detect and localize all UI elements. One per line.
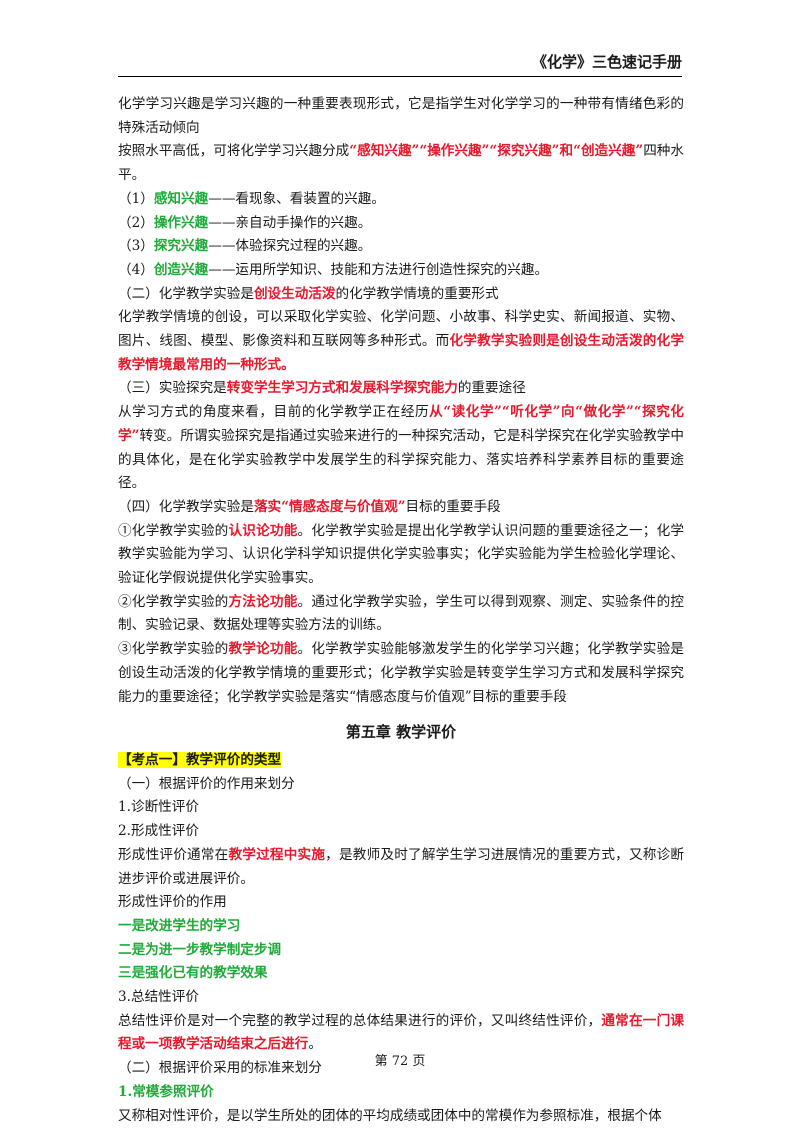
highlight-red: 创设生动活泼 [253,285,336,302]
list-item: 2.形成性评价 [118,820,684,844]
highlight-green: 二是为进一步教学制定步调 [118,941,282,958]
highlight-red: “感知兴趣”“操作兴趣”“探究兴趣”和“创造兴趣” [349,143,644,160]
highlight-green: 三是强化已有的教学效果 [118,965,268,982]
text-run: 转变。所谓实验探究是指通过实验来进行的一种探究活动，它是科学探究在化学实验教学中… [118,427,684,492]
highlight-yellow: 【考点一】教学评价的类型 [118,751,282,768]
section-heading: （三）实验探究是转变学生学习方式和发展科学探究能力的重要途径 [118,377,684,401]
highlight-red: 通常在一门课程或一项教学活动结束之后进行 [118,1012,685,1053]
list-item: 二是为进一步教学制定步调 [118,939,684,963]
text-run: 按照水平高低，可将化学学习兴趣分成 [118,143,350,160]
section-heading: （一）根据评价的作用来划分 [118,773,684,797]
list-item: （3）探究兴趣——体验探究过程的兴趣。 [118,235,684,259]
text-run: 形成性评价通常在 [118,846,229,863]
paragraph: 按照水平高低，可将化学学习兴趣分成“感知兴趣”“操作兴趣”“探究兴趣”和“创造兴… [118,140,684,187]
highlight-green: 创造兴趣 [153,261,209,278]
section-heading: （四）化学教学实验是落实“情感态度与价值观”目标的重要手段 [118,496,684,520]
text-run: 。化学教学实验是提出化学教学认识问题的重要途径之一；化学教学实验能为学习、认识化… [118,522,685,587]
list-item: （4）创造兴趣——运用所学知识、技能和方法进行创造性探究的兴趣。 [118,259,684,283]
page-header-title: 《化学》三色速记手册 [531,53,682,71]
text-run: ——体验探究过程的兴趣。 [208,238,372,255]
header-rule [118,76,682,77]
text-run: 。 [308,1036,322,1053]
text-run: （1） [118,190,154,207]
page-number: 第 72 页 [374,1054,426,1069]
paragraph: 形成性评价的作用 [118,891,684,915]
list-item: 1.常模参照评价 [118,1081,684,1105]
highlight-green: 探究兴趣 [153,238,209,255]
text-run: ③化学教学实验的 [118,641,229,658]
paragraph: ③化学教学实验的教学论功能。化学教学实验能够激发学生的化学学习兴趣；化学教学实验… [118,638,684,709]
text-run: 3.总结性评价 [118,989,199,1006]
text-run: 目标的重要手段 [405,498,501,515]
paragraph: 从学习方式的角度来看，目前的化学教学正在经历从“读化学”“听化学”向“做化学”“… [118,401,684,496]
paragraph: 化学学习兴趣是学习兴趣的一种重要表现形式，它是指学生对化学学习的一种带有情绪色彩… [118,93,684,140]
text-run: （3） [118,238,154,255]
text-run: 的化学教学情境的重要形式 [335,285,499,302]
text-run: ——亲自动手操作的兴趣。 [208,214,372,231]
section-heading: （二）根据评价采用的标准来划分 [118,1057,684,1081]
text-run: （二）根据评价采用的标准来划分 [118,1060,322,1077]
text-run: 从学习方式的角度来看，目前的化学教学正在经历 [118,404,430,421]
highlight-red: 落实“情感态度与价值观” [253,498,406,515]
text-run: （二）化学教学实验是 [118,285,254,302]
text-run: 化学教学情境的创设，可以采取化学实验、化学问题、小故事、科学史实、新闻报道、实物… [118,309,684,350]
text-run: （一）根据评价的作用来划分 [118,775,295,792]
text-run: （三）实验探究是 [118,380,227,397]
text-run: 的重要途径 [457,380,526,397]
highlight-red: 教学论功能 [228,641,298,658]
highlight-green: 操作兴趣 [153,214,209,231]
list-item: 3.总结性评价 [118,986,684,1010]
topic-heading: 【考点一】教学评价的类型 [118,749,684,773]
section-heading: （二）化学教学实验是创设生动活泼的化学教学情境的重要形式 [118,283,684,307]
list-item: 一是改进学生的学习 [118,915,684,939]
document-body: 化学学习兴趣是学习兴趣的一种重要表现形式，它是指学生对化学学习的一种带有情绪色彩… [118,93,684,1128]
highlight-red: 方法论功能 [228,593,298,610]
text-run: ——运用所学知识、技能和方法进行创造性探究的兴趣。 [208,261,549,278]
paragraph: ②化学教学实验的方法论功能。通过化学教学实验，学生可以得到观察、测定、实验条件的… [118,591,684,638]
list-item: 1.诊断性评价 [118,796,684,820]
text-run: （2） [118,214,154,231]
text-run: （四）化学教学实验是 [118,498,254,515]
text-run: 化学学习兴趣是学习兴趣的一种重要表现形式，它是指学生对化学学习的一种带有情绪色彩… [118,96,684,136]
highlight-green: 1.常模参照评价 [118,1083,214,1100]
list-item: 三是强化已有的教学效果 [118,962,684,986]
highlight-red: 从“读化学”“听化学”向“做化学”“探究化学” [118,404,685,444]
paragraph: 化学教学情境的创设，可以采取化学实验、化学问题、小故事、科学史实、新闻报道、实物… [118,306,684,377]
list-item: （2）操作兴趣——亲自动手操作的兴趣。 [118,212,684,236]
text-run: 。通过化学教学实验，学生可以得到观察、测定、实验条件的控制、实验记录、数据处理等… [118,593,685,634]
text-run: 总结性评价是对一个完整的教学过程的总体结果进行的评价，又叫终结性评价， [118,1012,602,1029]
text-run: 又称相对性评价，是以学生所处的团体的平均成绩或团体中的常模作为参照标准，根据个体 [118,1107,662,1124]
text-run: 四种水平。 [118,143,685,184]
text-run: 1.诊断性评价 [118,799,199,816]
highlight-red: 认识论功能 [228,522,298,539]
text-run: ，是教师及时了解学生学习进展情况的重要方式，又称诊断进步评价或进展评价。 [118,846,685,887]
text-run: （4） [118,261,154,278]
paragraph: 总结性评价是对一个完整的教学过程的总体结果进行的评价，又叫终结性评价，通常在一门… [118,1010,684,1057]
text-run: ②化学教学实验的 [118,593,229,610]
text-run: ——看现象、看装置的兴趣。 [208,190,385,207]
text-run: 2.形成性评价 [118,823,199,840]
highlight-green: 感知兴趣 [153,190,209,207]
paragraph: 又称相对性评价，是以学生所处的团体的平均成绩或团体中的常模作为参照标准，根据个体 [118,1105,684,1129]
highlight-green: 一是改进学生的学习 [118,917,241,934]
paragraph: ①化学教学实验的认识论功能。化学教学实验是提出化学教学认识问题的重要途径之一；化… [118,520,684,591]
text-run: ①化学教学实验的 [118,522,229,539]
highlight-red: 化学教学实验则是创设生动活泼的化学教学情境最常用的一种形式。 [118,333,685,373]
text-run: 形成性评价的作用 [118,894,227,911]
highlight-red: 转变学生学习方式和发展科学探究能力 [226,380,458,397]
text-run: 第五章 教学评价 [345,723,457,742]
list-item: （1）感知兴趣——看现象、看装置的兴趣。 [118,188,684,212]
chapter-title: 第五章 教学评价 [118,721,684,745]
highlight-red: 教学过程中实施 [228,846,326,863]
text-run: 。化学教学实验能够激发学生的化学学习兴趣；化学教学实验是创设生动活泼的化学教学情… [118,641,685,705]
paragraph: 形成性评价通常在教学过程中实施，是教师及时了解学生学习进展情况的重要方式，又称诊… [118,844,684,891]
